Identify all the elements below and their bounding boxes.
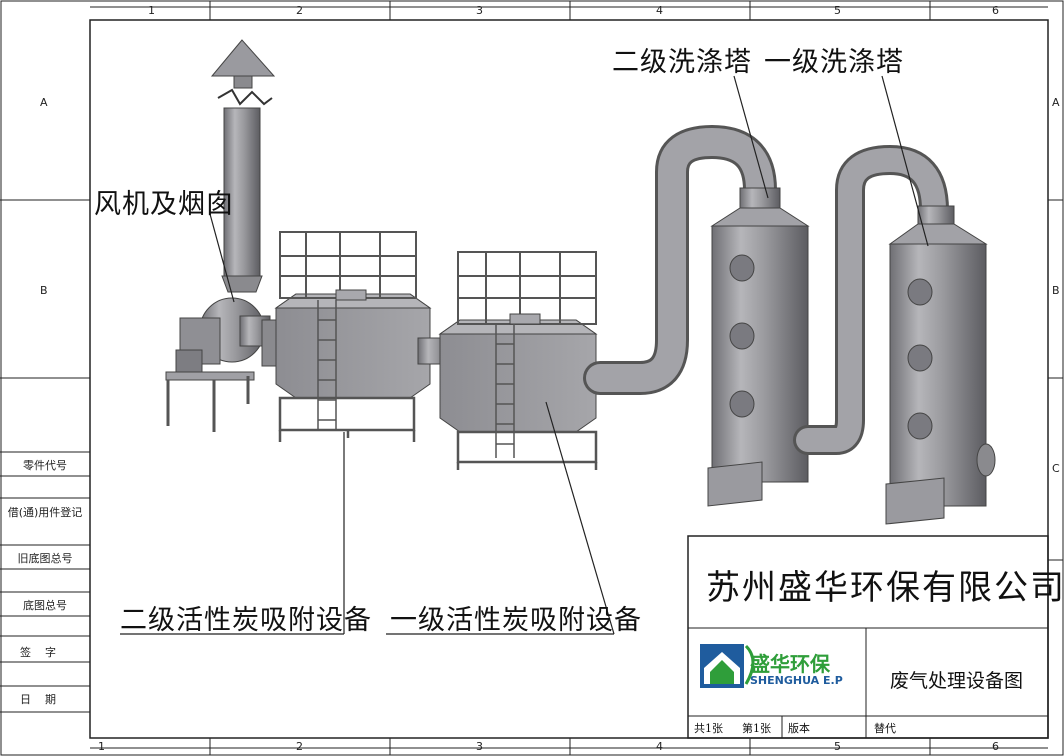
side-row-signature: 签字 [20,646,70,659]
callout-carbon-1: 一级活性炭吸附设备 [390,605,642,636]
zone-dividers [209,1,1063,755]
callout-carbon-2: 二级活性炭吸附设备 [120,605,372,636]
callout-scrubber-1: 一级洗涤塔 [764,47,904,78]
leader-lines [120,75,929,635]
replace-label: 替代 [874,722,896,735]
row-label-b-right: B [1052,284,1060,297]
col-label-5-bottom: 5 [834,740,841,753]
inner-frame [89,19,1049,739]
carbon-adsorber-1 [438,251,598,470]
side-row-date: 日期 [20,693,70,706]
callout-fan-chimney: 风机及烟囱 [94,189,234,220]
col-label-4-bottom: 4 [656,740,663,753]
scrubber-tower-2 [707,187,810,507]
row-label-c-right: C [1052,462,1060,475]
col-label-6: 6 [992,4,999,17]
left-table-lines [0,199,90,713]
duct-between-scrubbers [793,144,949,455]
carbon-adsorber-2 [261,231,432,442]
company-logo-mark [700,644,755,688]
company-name: 苏州盛华环保有限公司 [706,568,1064,608]
total-sheets: 共1张 [694,722,723,735]
side-row-part-code: 零件代号 [23,459,67,472]
duct-to-scrubber-2 [583,124,777,395]
col-label-4: 4 [656,4,663,17]
side-row-borrowed: 借(通)用件登记 [7,506,83,519]
row-label-a-right: A [1052,96,1060,109]
col-label-2-bottom: 2 [296,740,303,753]
col-label-1-bottom: 1 [98,740,105,753]
callout-scrubber-2: 二级洗涤塔 [612,47,752,78]
col-label-5: 5 [834,4,841,17]
logo-text-cn: 盛华环保 [750,652,830,676]
side-row-base-number: 底图总号 [23,599,67,612]
version-label: 版本 [788,722,810,735]
title-block-lines [687,535,1049,739]
row-label-b: B [40,284,48,297]
scrubber-tower-1 [885,205,996,525]
sheet-number: 第1张 [742,722,771,735]
drawing-title: 废气处理设备图 [890,670,1024,692]
side-row-old-number: 旧底图总号 [17,552,73,565]
col-label-3: 3 [476,4,483,17]
col-label-3-bottom: 3 [476,740,483,753]
logo-text-en: SHENGHUA E.P [750,674,843,687]
col-label-6-bottom: 6 [992,740,999,753]
row-label-a: A [40,96,48,109]
col-label-2: 2 [296,4,303,17]
col-label-1: 1 [148,4,155,17]
fan-and-chimney [165,39,276,432]
